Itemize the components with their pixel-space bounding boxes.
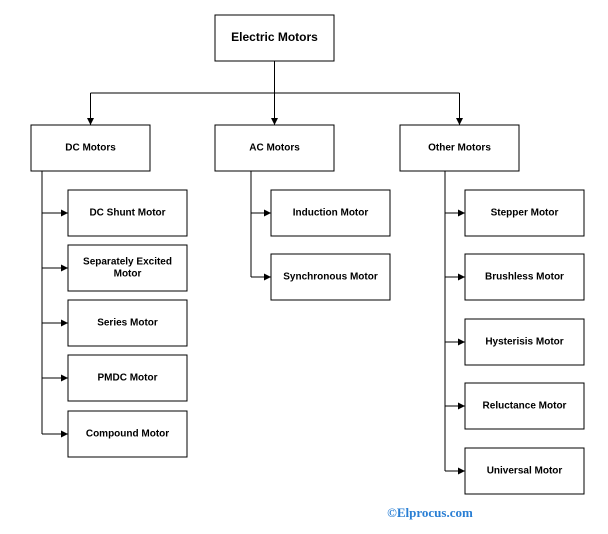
node-label-ac: AC Motors	[249, 143, 300, 154]
connectors	[41, 61, 465, 475]
node-label-dc: DC Motors	[65, 143, 116, 154]
node-box-series	[67, 299, 188, 347]
node-ac: AC Motors	[214, 124, 335, 172]
node-box-synchronous	[270, 253, 391, 301]
node-dc-shunt: DC Shunt Motor	[67, 189, 188, 237]
node-stepper: Stepper Motor	[464, 189, 585, 237]
node-box-hysterisis	[464, 318, 585, 366]
node-label-induction: Induction Motor	[293, 208, 369, 219]
node-series: Series Motor	[67, 299, 188, 347]
node-reluctance: Reluctance Motor	[464, 382, 585, 430]
node-label-stepper: Stepper Motor	[491, 208, 559, 219]
node-label-synchronous: Synchronous Motor	[283, 272, 378, 283]
node-dc: DC Motors	[30, 124, 151, 172]
node-box-other	[399, 124, 520, 172]
watermark-text: ©Elprocus.com	[387, 505, 473, 520]
node-box-dc	[30, 124, 151, 172]
node-box-stepper	[464, 189, 585, 237]
node-brushless: Brushless Motor	[464, 253, 585, 301]
node-universal: Universal Motor	[464, 447, 585, 495]
node-box-dc-shunt	[67, 189, 188, 237]
node-other: Other Motors	[399, 124, 520, 172]
node-box-compound	[67, 410, 188, 458]
node-synchronous: Synchronous Motor	[270, 253, 391, 301]
node-box-pmdc	[67, 354, 188, 402]
node-root: Electric Motors	[214, 14, 335, 62]
node-label-separately-excited: Separately Excited	[83, 257, 172, 268]
node-label-brushless: Brushless Motor	[485, 272, 564, 283]
node-label-separately-excited: Motor	[114, 269, 142, 280]
node-box-brushless	[464, 253, 585, 301]
node-hysterisis: Hysterisis Motor	[464, 318, 585, 366]
node-label-reluctance: Reluctance Motor	[483, 401, 567, 412]
node-box-root	[214, 14, 335, 62]
node-label-series: Series Motor	[97, 318, 158, 329]
node-pmdc: PMDC Motor	[67, 354, 188, 402]
node-label-universal: Universal Motor	[487, 466, 563, 477]
node-box-reluctance	[464, 382, 585, 430]
node-label-other: Other Motors	[428, 143, 491, 154]
node-label-root: Electric Motors	[231, 30, 318, 44]
node-box-separately-excited	[67, 244, 188, 292]
node-label-pmdc: PMDC Motor	[98, 373, 158, 384]
node-label-hysterisis: Hysterisis Motor	[485, 337, 563, 348]
node-label-compound: Compound Motor	[86, 429, 169, 440]
node-box-induction	[270, 189, 391, 237]
node-compound: Compound Motor	[67, 410, 188, 458]
node-box-universal	[464, 447, 585, 495]
node-box-ac	[214, 124, 335, 172]
node-label-dc-shunt: DC Shunt Motor	[89, 208, 165, 219]
node-induction: Induction Motor	[270, 189, 391, 237]
nodes: Electric Motors DC Motors DC Shunt MotorSe…	[30, 14, 585, 495]
